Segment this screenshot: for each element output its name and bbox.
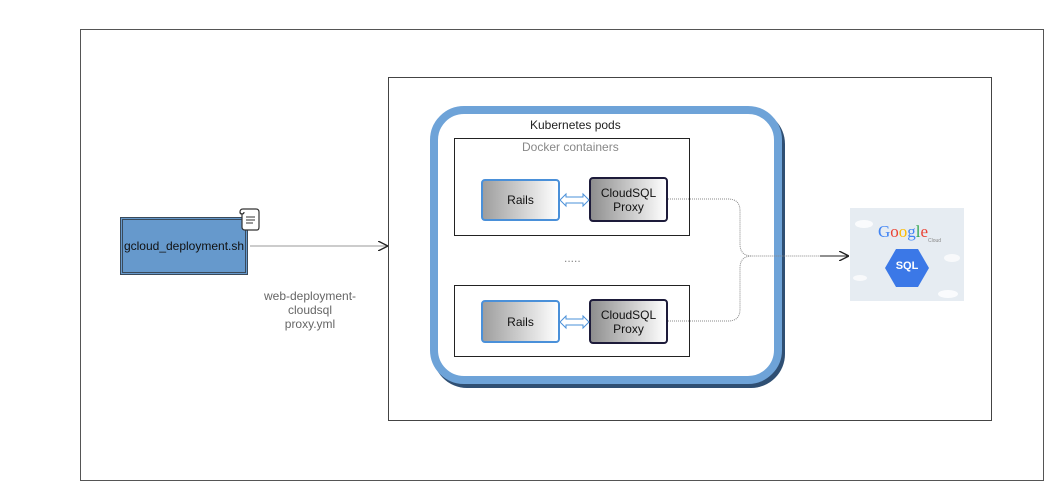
proxy-label-line2: Proxy [613,199,644,214]
sql-badge-icon: SQL [884,248,930,288]
docker-containers-label: Docker containers [522,140,619,154]
google-cloud-sub-label: Cloud [928,238,942,244]
outer-frame [80,29,1044,481]
rails-node: Rails [481,179,560,221]
google-logo-letter: o [898,222,908,241]
rails-label: Rails [507,193,534,207]
proxy-to-sql-connector-bottom [668,255,753,322]
google-logo-letter: o [890,222,899,241]
proxy-to-sql-connector-top [668,198,847,257]
google-logo-letter: G [878,222,891,241]
ellipsis: ..... [564,251,581,265]
sql-badge-label: SQL [895,260,919,272]
google-logo-letter: l [915,222,921,241]
bidirectional-arrow-icon [559,314,590,330]
proxy-label-line1: CloudSQL [600,185,657,200]
script-filename-label: gcloud_deployment.sh [123,239,245,253]
bidirectional-arrow-icon [559,192,590,208]
cluster-frame [388,77,992,421]
proxy-label-line2: Proxy [613,321,644,336]
rails-label: Rails [507,314,534,329]
proxy-label-line1: CloudSQL [600,307,657,322]
gcloud-deployment-script-node: gcloud_deployment.sh [120,217,248,275]
google-cloud-sql-node: Google Cloud SQL [850,208,964,301]
google-logo-letter: g [907,222,916,241]
rails-node: Rails [481,300,560,343]
google-logo-letter: e [920,222,929,241]
yaml-file-label: web-deployment- cloudsql proxy.yml [264,289,357,331]
script-scroll-icon [236,205,262,233]
kubernetes-pods-label: Kubernetes pods [530,118,621,132]
google-logo: Google [878,222,928,242]
